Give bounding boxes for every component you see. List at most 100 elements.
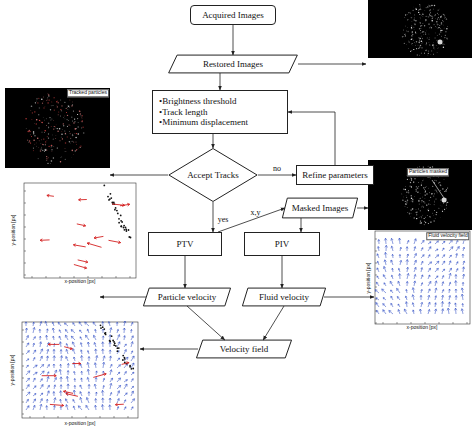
particle-dot xyxy=(37,102,38,103)
particle-dot xyxy=(427,6,428,7)
particle-dot xyxy=(439,18,441,20)
particle-dot xyxy=(53,146,55,148)
particle-dot xyxy=(428,37,430,39)
particle-dot xyxy=(417,44,419,46)
particle-dot xyxy=(38,127,40,129)
particle-dot xyxy=(415,43,417,45)
vector-arrow xyxy=(66,349,68,354)
vector-arrow xyxy=(397,288,400,293)
particle-dot xyxy=(29,140,30,141)
particle-dot xyxy=(434,48,436,50)
particle-dot xyxy=(411,25,412,26)
particle-dot xyxy=(405,203,407,205)
vector-arrow xyxy=(428,247,431,251)
vector-arrow xyxy=(391,238,394,244)
axis-title: x-position [px] xyxy=(65,421,96,427)
particle-dot xyxy=(49,117,50,118)
particle-dot xyxy=(423,206,424,207)
vector-arrow xyxy=(102,362,105,368)
particle-dot xyxy=(51,145,52,146)
vector-arrow xyxy=(26,378,30,382)
vector-arrow xyxy=(67,384,69,389)
particle-dot xyxy=(410,51,411,52)
vector-arrow xyxy=(405,302,408,307)
particle-dot xyxy=(418,208,420,210)
node-text: Refine parameters xyxy=(302,170,368,180)
tick-mark xyxy=(22,378,24,379)
particle-dot xyxy=(59,128,61,130)
particle-dot xyxy=(408,12,409,13)
particle-dot xyxy=(444,17,446,19)
particle-dot xyxy=(83,132,85,134)
particle-dot xyxy=(424,216,426,218)
particle-dot xyxy=(427,187,429,189)
particle-dot xyxy=(64,102,65,103)
particle-dot xyxy=(66,119,67,120)
particle-point xyxy=(105,332,107,334)
vector-arrow xyxy=(131,363,134,368)
particle-dot xyxy=(407,48,409,50)
image-arrow xyxy=(100,297,146,298)
vector-arrow xyxy=(65,323,69,326)
particle-dot xyxy=(69,100,70,101)
particle-dot xyxy=(405,25,407,27)
particle-dot xyxy=(409,213,410,214)
particle-point xyxy=(104,332,106,334)
particle-dot xyxy=(411,179,412,180)
particle-dot xyxy=(76,142,77,143)
axis-title: x-position [px] xyxy=(65,279,96,285)
vector-arrow xyxy=(54,385,56,389)
particle-dot xyxy=(51,101,53,103)
vector-arrow xyxy=(80,343,82,347)
particle-dot xyxy=(77,126,78,127)
particle-dot xyxy=(410,13,412,15)
vector-arrow xyxy=(103,356,105,361)
vector-arrow xyxy=(462,274,464,279)
vector-arrow xyxy=(428,275,430,279)
tick-mark xyxy=(375,239,377,240)
particle-dot xyxy=(421,205,423,207)
particle-dot xyxy=(404,206,406,208)
particle-dot xyxy=(43,107,44,108)
particle-point xyxy=(122,355,124,357)
particle-dot xyxy=(440,202,442,204)
particle-dot xyxy=(413,10,414,11)
particle-point xyxy=(123,227,125,229)
particle-dot xyxy=(438,10,439,11)
vector-arrow xyxy=(404,309,407,314)
vector-arrow xyxy=(421,289,423,293)
particle-dot xyxy=(445,191,446,192)
particle-dot xyxy=(411,198,412,199)
particle-dot xyxy=(419,9,420,10)
particle-dot xyxy=(33,131,34,132)
particle-dot xyxy=(430,204,432,206)
particle-dot xyxy=(439,27,441,29)
particle-dot xyxy=(444,44,445,45)
vector-arrow xyxy=(414,247,416,251)
vector-arrow xyxy=(376,298,379,300)
particle-dot xyxy=(65,108,67,110)
vector-arrow xyxy=(407,254,409,258)
particle-dot xyxy=(420,30,422,32)
particle-dot xyxy=(420,22,421,23)
vector-arrow xyxy=(428,255,430,258)
axis-title: y-position [px] xyxy=(11,215,17,246)
particle-point xyxy=(117,347,119,349)
particle-dot xyxy=(417,44,419,46)
vector-arrow xyxy=(131,391,134,396)
particle-dot xyxy=(422,38,423,39)
particle-arrow xyxy=(79,198,87,201)
vector-arrow xyxy=(455,289,457,293)
particle-dot xyxy=(59,140,60,141)
particle-dot xyxy=(442,43,443,44)
vector-arrow xyxy=(45,321,47,326)
vector-arrow xyxy=(124,393,127,396)
particle-dot xyxy=(405,189,406,190)
particle-dot xyxy=(432,16,434,18)
particle-dot xyxy=(51,150,53,152)
particle-dot xyxy=(431,20,432,21)
vector-arrow xyxy=(449,255,451,258)
shape-outline xyxy=(169,149,257,202)
particle-dot xyxy=(431,5,432,6)
particle-dot xyxy=(405,14,406,15)
